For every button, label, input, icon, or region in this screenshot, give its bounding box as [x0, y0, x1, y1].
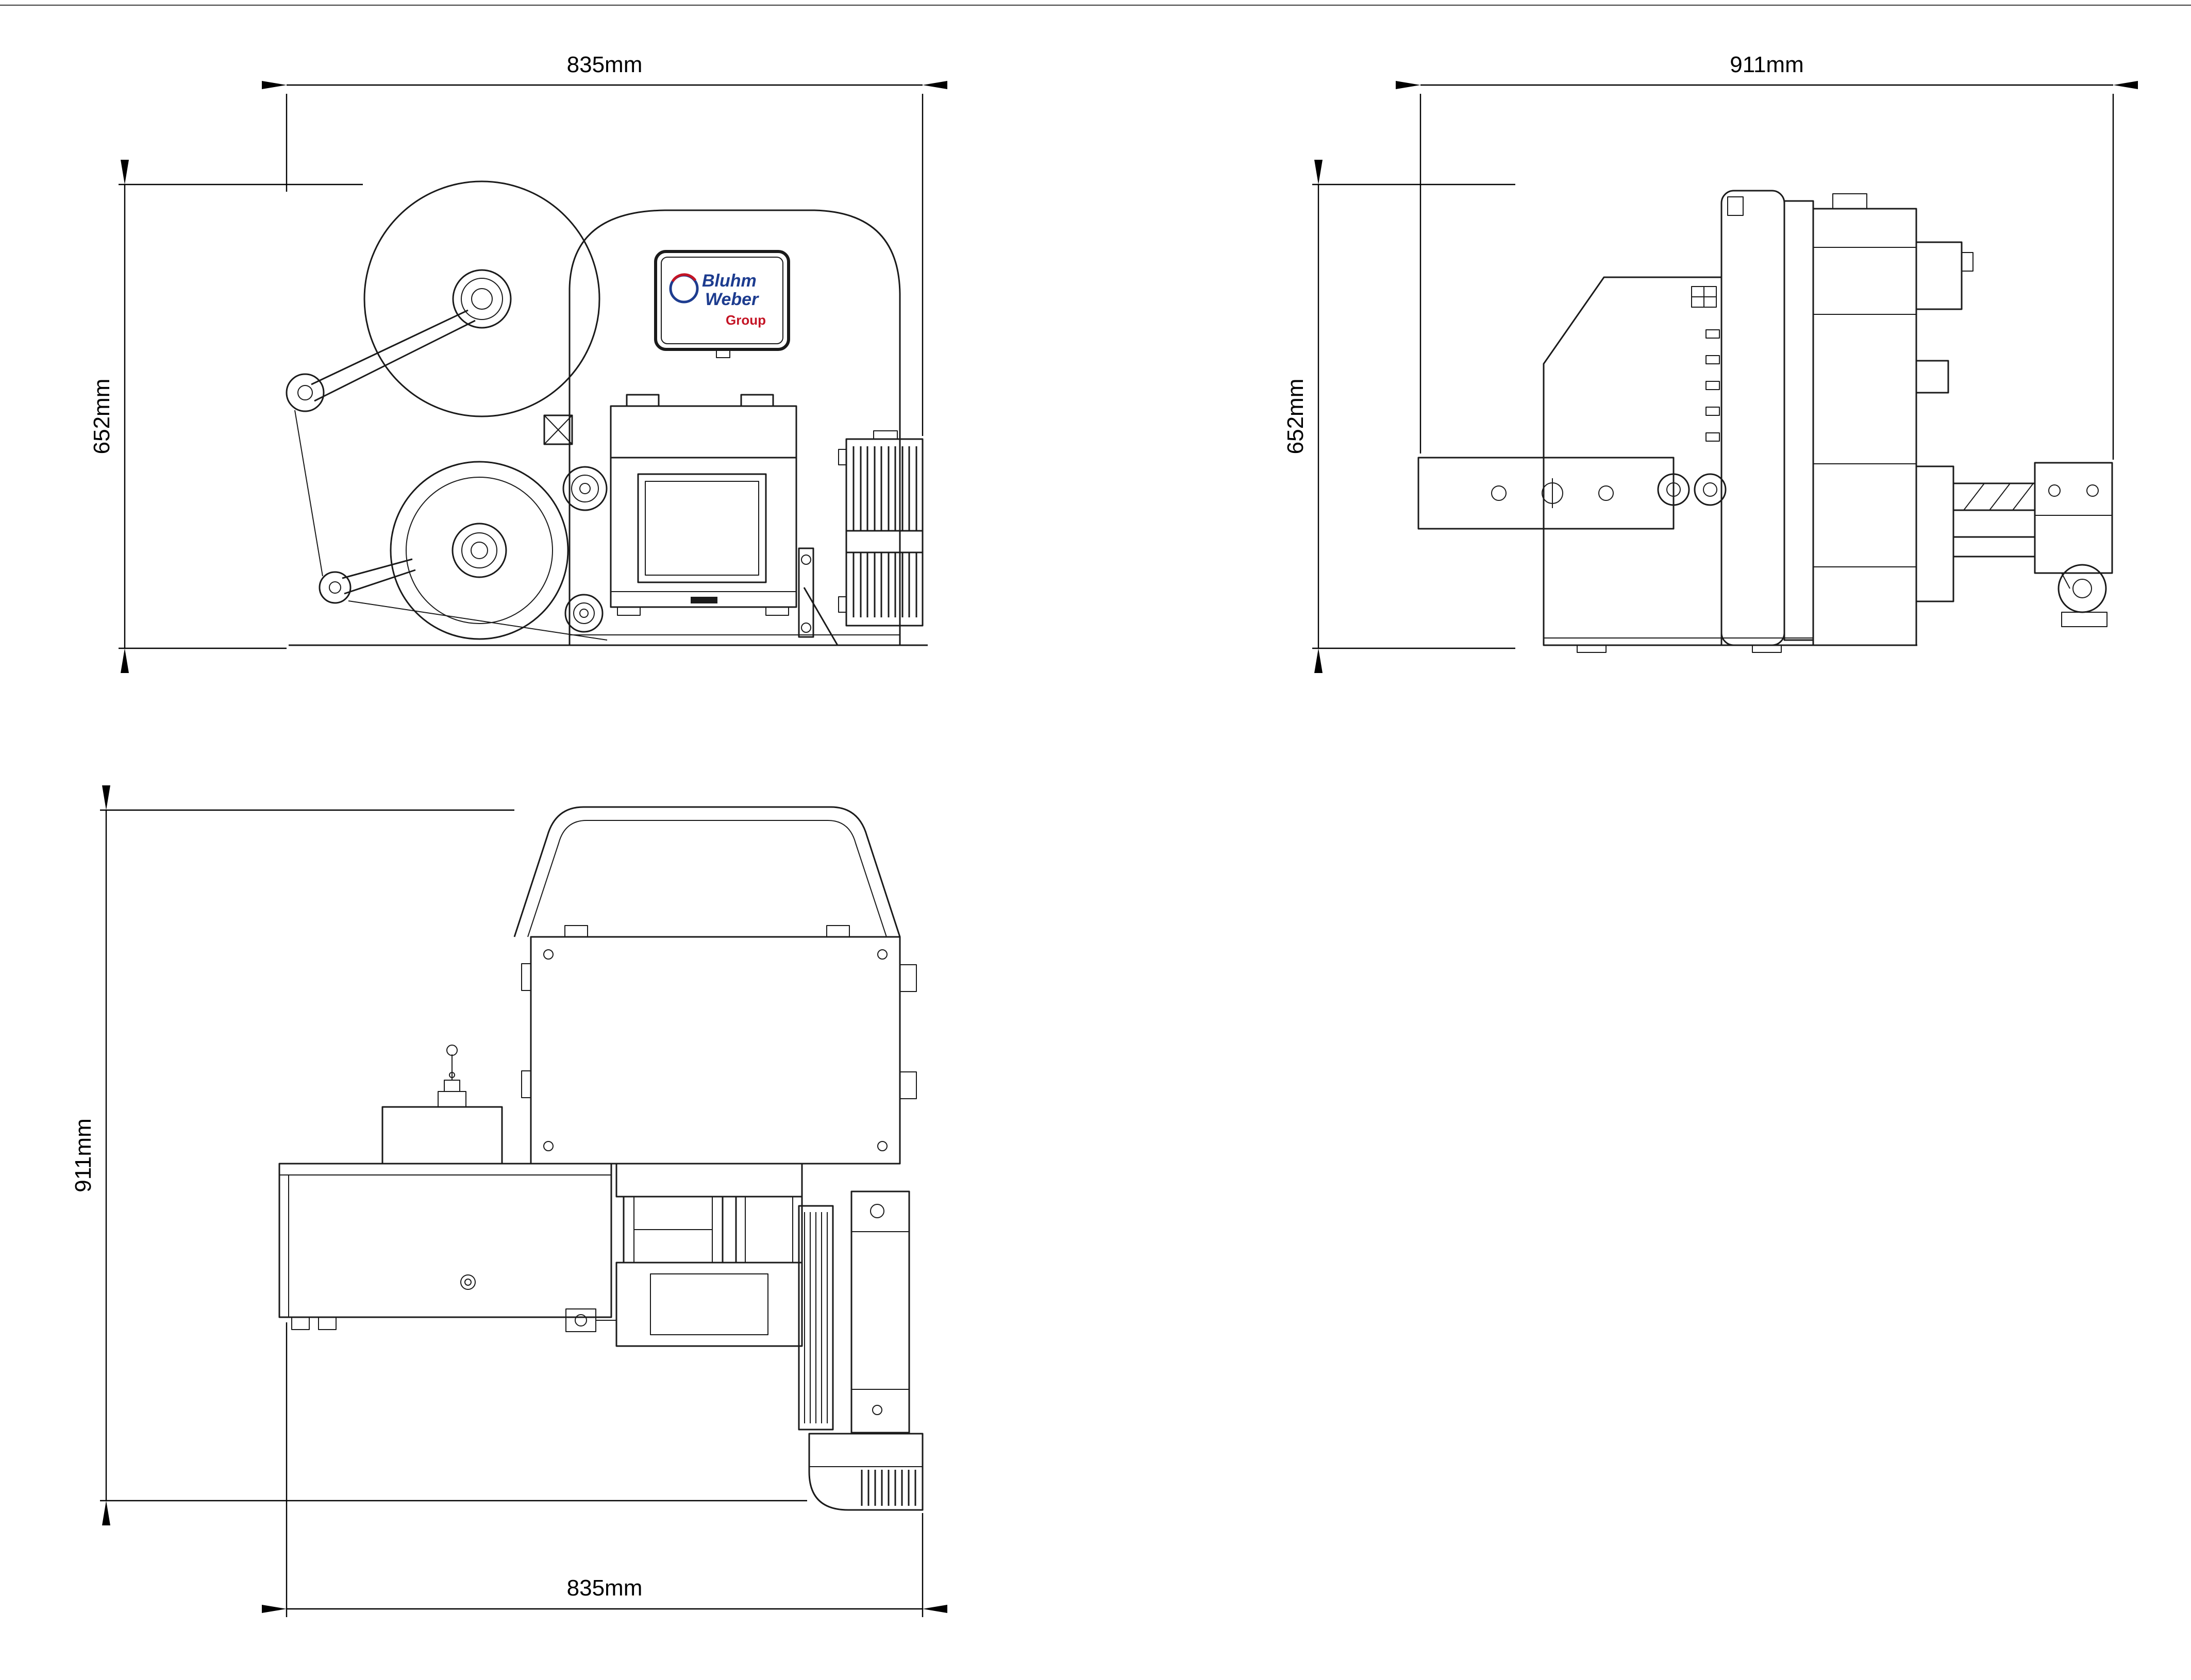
applicator-column [798, 1190, 910, 1434]
dimension-label: 652mm [89, 379, 114, 455]
dimension-label: 835mm [567, 1575, 643, 1601]
main-housing-plan [521, 925, 917, 1165]
frame-bracket [543, 414, 573, 445]
front-view-linework [286, 180, 928, 646]
dimension-label: 911mm [1730, 52, 1803, 77]
side-height-dimension: 652mm [1283, 160, 1515, 673]
logo-text-weber: Weber [705, 290, 759, 309]
top-view-linework [278, 806, 924, 1511]
valve-box [381, 1045, 503, 1165]
dimension-label: 835mm [567, 52, 643, 77]
top-width-dimension: 835mm [262, 1322, 947, 1617]
reel-hub-side [1915, 360, 1949, 394]
side-body [1543, 276, 1722, 646]
logo-text-group: Group [726, 312, 766, 328]
label-web-line [348, 600, 608, 641]
lower-reel [390, 461, 569, 640]
guide-roller [562, 466, 608, 511]
upper-reel [363, 180, 600, 417]
dimension-label: 652mm [1283, 379, 1308, 455]
vented-foot [808, 1433, 924, 1511]
print-engine-plan [565, 1163, 803, 1347]
front-height-dimension: 652mm [89, 160, 363, 673]
side-view: 911mm 652mm [1283, 52, 2138, 673]
vent-grille [838, 430, 924, 627]
handle-bail [513, 806, 901, 937]
print-engine-brand-mark [691, 597, 717, 603]
brand-logo: Bluhm Weber Group [669, 271, 766, 328]
face-plates [1720, 190, 1917, 646]
guide-roller [564, 594, 604, 633]
applicator-slide [798, 547, 839, 646]
logo-panel [654, 250, 790, 358]
dimension-label: 911mm [71, 1118, 96, 1192]
front-frame [568, 209, 901, 645]
front-width-dimension: 835mm [262, 52, 947, 436]
reel-hub-side [1915, 241, 1963, 310]
upper-tension-arm [286, 309, 476, 412]
side-width-dimension: 911mm [1396, 52, 2138, 460]
logo-swoosh-icon [671, 273, 697, 282]
lower-tension-arm [319, 558, 416, 604]
side-view-linework [1417, 190, 2113, 653]
top-view: 911mm 835mm [71, 785, 947, 1617]
print-engine [610, 394, 797, 616]
label-web-line [294, 410, 323, 577]
front-view: Bluhm Weber Group 835mm 652mm [89, 52, 947, 673]
top-height-dimension: 911mm [71, 785, 807, 1525]
logo-text-bluhm: Bluhm [702, 271, 757, 291]
baseplate [278, 1163, 612, 1330]
applicator-assembly [1915, 462, 2113, 627]
mounting-beam [1417, 457, 1727, 530]
